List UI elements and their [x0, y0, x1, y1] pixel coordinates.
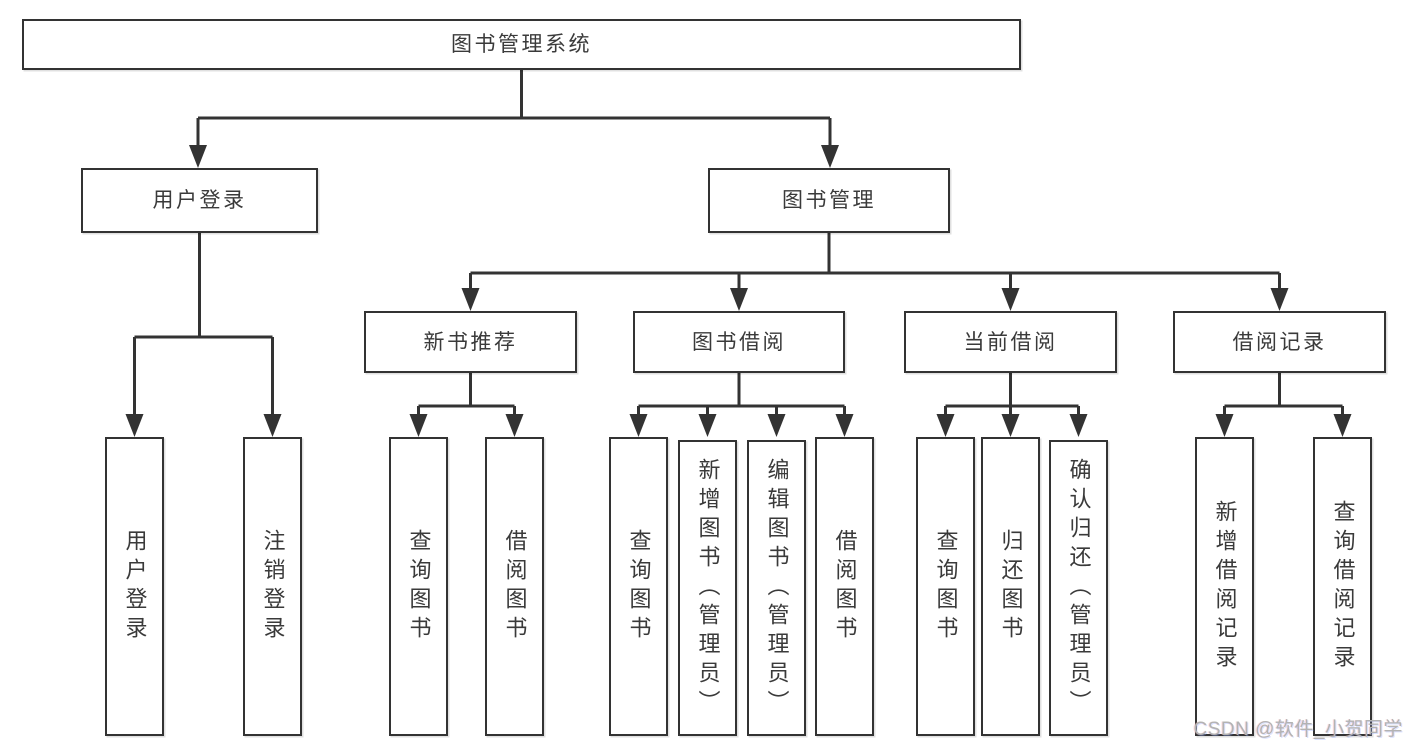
node-leaf-query-book-current: 查询图书	[916, 437, 975, 736]
node-library-management-system: 图书管理系统	[22, 19, 1021, 70]
node-label: 借阅图书	[832, 528, 858, 645]
node-leaf-query-borrow-record: 查询借阅记录	[1313, 437, 1372, 736]
node-user-login: 用户登录	[81, 168, 318, 233]
node-label: 注销登录	[260, 528, 286, 645]
node-book-borrow: 图书借阅	[633, 311, 845, 373]
node-book-management: 图书管理	[708, 168, 950, 233]
connector-root-to-level2	[196, 70, 832, 147]
node-label: 图书管理系统	[451, 33, 592, 56]
node-label: 图书管理	[782, 189, 876, 212]
connector-user-login-to-leaves	[133, 233, 274, 416]
node-label: 借阅图书	[502, 528, 528, 645]
node-leaf-add-borrow-record: 新增借阅记录	[1195, 437, 1254, 736]
node-label: 图书借阅	[692, 330, 786, 354]
node-leaf-borrow-book-recommend: 借阅图书	[485, 437, 544, 736]
node-label: 查询图书	[933, 528, 959, 645]
node-label: 用户登录	[122, 528, 148, 645]
node-new-book-recommend: 新书推荐	[364, 311, 577, 373]
node-leaf-borrow-book: 借阅图书	[815, 437, 874, 736]
connector-book-mgmt-to-level3	[469, 233, 1281, 290]
connector-recommend-to-leaves	[417, 373, 516, 416]
node-leaf-confirm-return-admin: 确认归还（管理员）	[1049, 440, 1108, 736]
node-label: 用户登录	[152, 189, 247, 212]
node-label: 新增借阅记录	[1212, 499, 1238, 674]
node-leaf-return-book: 归还图书	[981, 437, 1040, 736]
node-label: 查询借阅记录	[1330, 499, 1356, 674]
node-label: 查询图书	[406, 528, 432, 645]
node-leaf-add-book-admin: 新增图书（管理员）	[678, 440, 737, 736]
csdn-watermark: CSDN @软件_小贺同学	[1193, 719, 1403, 740]
node-leaf-edit-book-admin: 编辑图书（管理员）	[747, 440, 806, 736]
node-label: 查询图书	[626, 528, 652, 645]
connector-records-to-leaves	[1223, 373, 1344, 416]
node-leaf-query-book-borrow: 查询图书	[609, 437, 668, 736]
node-leaf-user-login: 用户登录	[105, 437, 164, 736]
node-current-borrow: 当前借阅	[904, 311, 1117, 373]
node-label: 确认归还（管理员）	[1066, 457, 1092, 719]
node-label: 借阅记录	[1232, 330, 1327, 354]
connector-current-to-leaves	[944, 373, 1080, 416]
node-label: 归还图书	[998, 528, 1024, 645]
node-label: 新书推荐	[423, 330, 518, 354]
node-label: 新增图书（管理员）	[695, 457, 721, 719]
node-borrow-records: 借阅记录	[1173, 311, 1386, 373]
node-leaf-logout: 注销登录	[243, 437, 302, 736]
connector-borrow-to-leaves	[637, 373, 846, 416]
node-label: 编辑图书（管理员）	[764, 457, 790, 719]
node-leaf-query-book-recommend: 查询图书	[389, 437, 448, 736]
node-label: 当前借阅	[963, 330, 1058, 354]
